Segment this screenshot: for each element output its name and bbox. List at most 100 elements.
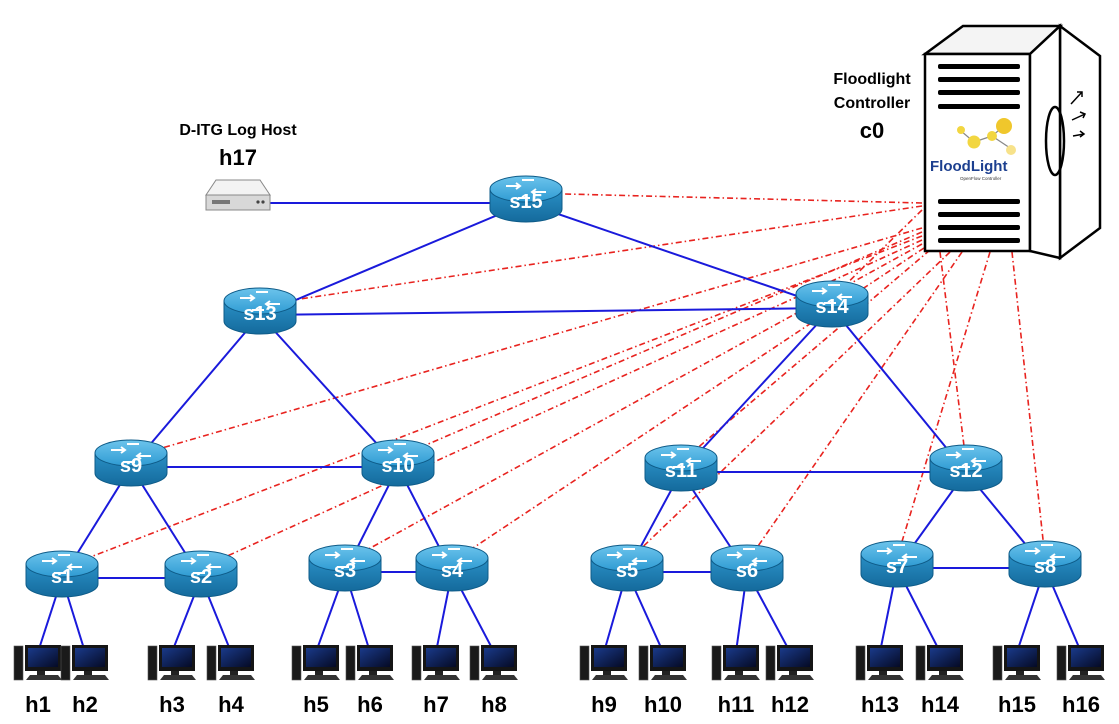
switch-s12[interactable]: s12 (929, 444, 1003, 492)
host-h7[interactable]: h7 (411, 645, 460, 717)
switch-label-s15: s15 (509, 191, 542, 213)
host-h12[interactable]: h12 (765, 645, 814, 717)
switch-s15[interactable]: s15 (489, 175, 563, 223)
host-h5[interactable]: h5 (291, 645, 340, 717)
switch-label-s14: s14 (815, 296, 849, 318)
desktop-computer-icon (345, 645, 394, 681)
link-s14-s12 (831, 307, 967, 473)
desktop-computer-icon (411, 645, 460, 681)
switch-label-s9: s9 (120, 455, 142, 477)
router-arrows-icon (661, 448, 701, 468)
control-link-s6 (746, 251, 963, 563)
host-label-h15: h15 (998, 692, 1036, 717)
switch-s5[interactable]: s5 (590, 544, 664, 592)
desktop-computer-icon (765, 645, 814, 681)
desktop-computer-icon (711, 645, 760, 681)
host-label-h14: h14 (921, 692, 960, 717)
router-arrows-icon (607, 548, 647, 568)
controller-side-panel (1058, 23, 1102, 261)
host-h1[interactable]: h1 (13, 645, 62, 717)
switch-label-s5: s5 (616, 560, 638, 582)
router-arrows-icon (181, 554, 221, 574)
switch-label-s13: s13 (243, 303, 276, 325)
router-arrows-icon (42, 554, 82, 574)
desktop-computer-icon (1056, 645, 1105, 681)
host-h15[interactable]: h15 (992, 645, 1041, 717)
log-host-server-icon[interactable] (205, 179, 271, 211)
control-link-s13 (259, 205, 923, 306)
router-arrows-icon (812, 284, 852, 304)
desktop-computer-icon (291, 645, 340, 681)
controller-title-line2: Controller (834, 95, 910, 112)
control-link-s10 (397, 231, 923, 458)
router-arrows-icon (325, 548, 365, 568)
desktop-computer-icon (855, 645, 904, 681)
host-label-h12: h12 (771, 692, 809, 717)
switch-label-s4: s4 (441, 560, 464, 582)
switch-s10[interactable]: s10 (361, 439, 435, 487)
switch-label-s11: s11 (665, 460, 697, 482)
host-h2[interactable]: h2 (60, 645, 109, 717)
host-label-h4: h4 (218, 692, 244, 717)
desktop-computer-icon (13, 645, 62, 681)
switch-label-s1: s1 (51, 566, 73, 588)
host-h4[interactable]: h4 (206, 645, 255, 717)
host-label-h9: h9 (591, 692, 617, 717)
switch-s14[interactable]: s14 (795, 280, 869, 328)
host-label-h3: h3 (159, 692, 185, 717)
control-link-s5 (626, 251, 951, 563)
switch-s2[interactable]: s2 (164, 550, 238, 598)
switch-s6[interactable]: s6 (710, 544, 784, 592)
router-arrows-icon (111, 443, 151, 463)
host-h3[interactable]: h3 (147, 645, 196, 717)
log-host-id-label: h17 (219, 145, 257, 170)
link-s13-s10 (259, 314, 399, 468)
floodlight-logo: FloodLight OpenFlow Controller (930, 118, 1016, 181)
host-label-h10: h10 (644, 692, 682, 717)
control-link-s8 (1011, 251, 1046, 559)
host-h8[interactable]: h8 (469, 645, 518, 717)
controller-id-label: c0 (860, 118, 884, 143)
router-arrows-icon (1025, 544, 1065, 564)
switch-s8[interactable]: s8 (1008, 540, 1082, 588)
host-h9[interactable]: h9 (579, 645, 628, 717)
control-link-s2 (200, 239, 923, 569)
host-h10[interactable]: h10 (638, 645, 687, 717)
switch-s11[interactable]: s11 (644, 444, 718, 492)
link-s13-s14 (259, 307, 833, 316)
router-arrows-icon (378, 443, 418, 463)
host-h13[interactable]: h13 (855, 645, 904, 717)
switch-label-s6: s6 (736, 560, 758, 582)
switch-s7[interactable]: s7 (860, 540, 934, 588)
host-h6[interactable]: h6 (345, 645, 394, 717)
host-label-h16: h16 (1062, 692, 1100, 717)
switch-label-s8: s8 (1034, 556, 1056, 578)
switch-s4[interactable]: s4 (415, 544, 489, 592)
desktop-computer-icon (60, 645, 109, 681)
logo-subtext: OpenFlow Controller (960, 176, 1002, 181)
host-h11[interactable]: h11 (711, 645, 760, 717)
switch-s3[interactable]: s3 (308, 544, 382, 592)
switch-label-s7: s7 (886, 556, 908, 578)
link-s15-s14 (525, 202, 833, 309)
desktop-computer-icon (915, 645, 964, 681)
controller-server[interactable]: FloodLight OpenFlow Controller (921, 23, 1102, 261)
switch-s9[interactable]: s9 (94, 439, 168, 487)
router-arrows-icon (946, 448, 986, 468)
desktop-computer-icon (206, 645, 255, 681)
desktop-computer-icon (992, 645, 1041, 681)
switch-s1[interactable]: s1 (25, 550, 99, 598)
switch-label-s3: s3 (334, 560, 356, 582)
switch-label-s2: s2 (190, 566, 212, 588)
host-label-h7: h7 (423, 692, 449, 717)
switch-s13[interactable]: s13 (223, 287, 297, 335)
fan-vent-icon (1044, 105, 1066, 177)
host-label-h2: h2 (72, 692, 98, 717)
host-h16[interactable]: h16 (1056, 645, 1105, 717)
host-label-h8: h8 (481, 692, 507, 717)
host-h14[interactable]: h14 (915, 645, 964, 717)
link-s14-s11 (680, 307, 833, 473)
switch-label-s10: s10 (381, 455, 414, 477)
router-arrows-icon (727, 548, 767, 568)
